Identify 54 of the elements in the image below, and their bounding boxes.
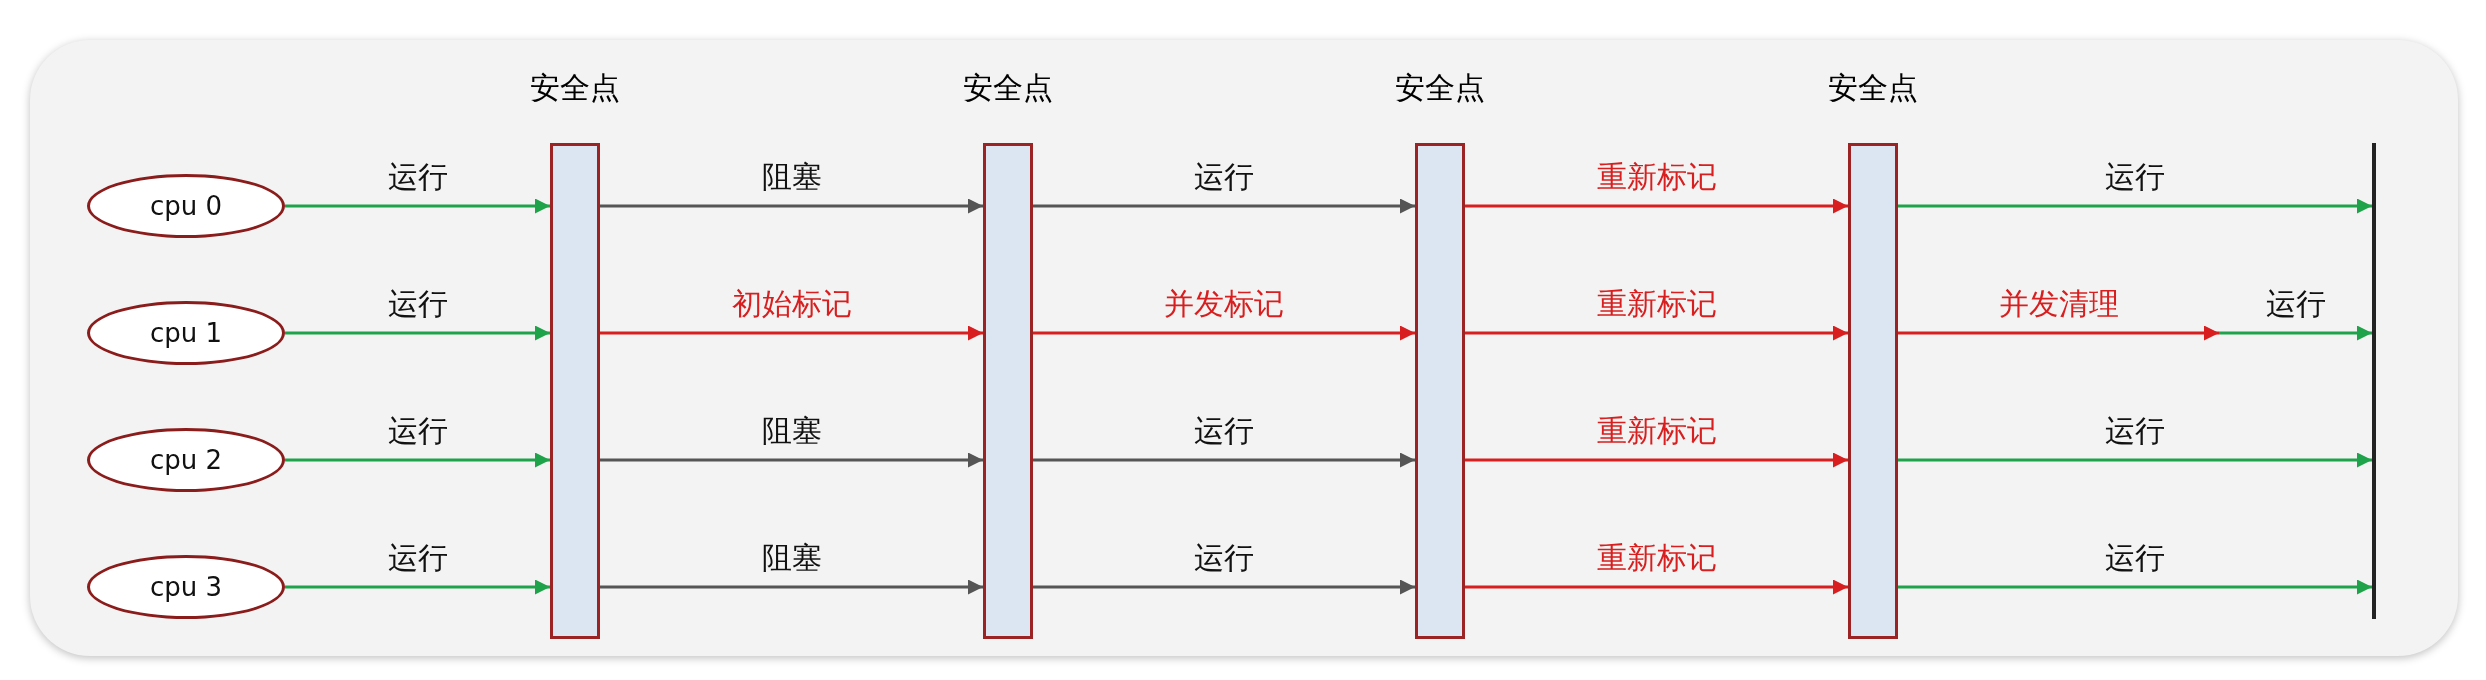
- arrow: [600, 325, 983, 341]
- arrow: [1898, 452, 2372, 468]
- edge-label: 阻塞: [761, 160, 822, 193]
- edge-label: 运行: [2265, 287, 2326, 320]
- cpu-label: cpu 1: [149, 318, 223, 348]
- arrow: [1898, 579, 2372, 595]
- safepoint-label: 安全点: [1395, 71, 1485, 104]
- safepoint-bar: [983, 143, 1033, 639]
- arrow: [285, 579, 550, 595]
- safepoint-label: 安全点: [1828, 71, 1918, 104]
- arrow: [1465, 325, 1848, 341]
- arrow: [1465, 452, 1848, 468]
- arrow: [600, 198, 983, 214]
- edge-label: 重新标记: [1596, 414, 1717, 447]
- edge-label: 阻塞: [761, 414, 822, 447]
- cpu-label: cpu 3: [149, 572, 223, 602]
- edge-label: 运行: [1194, 541, 1254, 574]
- arrow: [1465, 198, 1848, 214]
- cpu-label: cpu 0: [149, 191, 223, 221]
- edge-label: 运行: [2105, 414, 2165, 447]
- cpu-label: cpu 2: [149, 445, 223, 475]
- safepoint-bar: [1415, 143, 1465, 639]
- edge-label: 运行: [387, 287, 448, 320]
- arrow: [2219, 325, 2372, 341]
- edge-label: 运行: [1194, 160, 1254, 193]
- edge-label: 运行: [387, 541, 448, 574]
- edge-label: 运行: [1194, 414, 1254, 447]
- safepoint-label: 安全点: [530, 71, 620, 104]
- edge-label: 重新标记: [1596, 541, 1717, 574]
- arrow: [600, 579, 983, 595]
- arrow: [1033, 452, 1415, 468]
- safepoint-label: 安全点: [963, 71, 1053, 104]
- arrow: [285, 198, 550, 214]
- arrow: [600, 452, 983, 468]
- edge-label: 重新标记: [1596, 287, 1717, 320]
- arrow: [1898, 325, 2219, 341]
- edge-label: 运行: [2105, 160, 2165, 193]
- arrow: [1898, 198, 2372, 214]
- edge-label: 运行: [387, 414, 448, 447]
- edge-label: 阻塞: [761, 541, 822, 574]
- arrow: [1033, 325, 1415, 341]
- arrow: [1033, 198, 1415, 214]
- edge-label: 初始标记: [731, 287, 852, 320]
- arrow: [1465, 579, 1848, 595]
- edge-label: 运行: [2105, 541, 2165, 574]
- edge-label: 并发清理: [1998, 287, 2119, 320]
- edge-label: 并发标记: [1164, 287, 1284, 320]
- arrow: [285, 452, 550, 468]
- edge-label: 运行: [387, 160, 448, 193]
- edge-label: 重新标记: [1596, 160, 1717, 193]
- arrow: [1033, 579, 1415, 595]
- arrow: [285, 325, 550, 341]
- safepoint-bar: [550, 143, 600, 639]
- safepoint-bar: [1848, 143, 1898, 639]
